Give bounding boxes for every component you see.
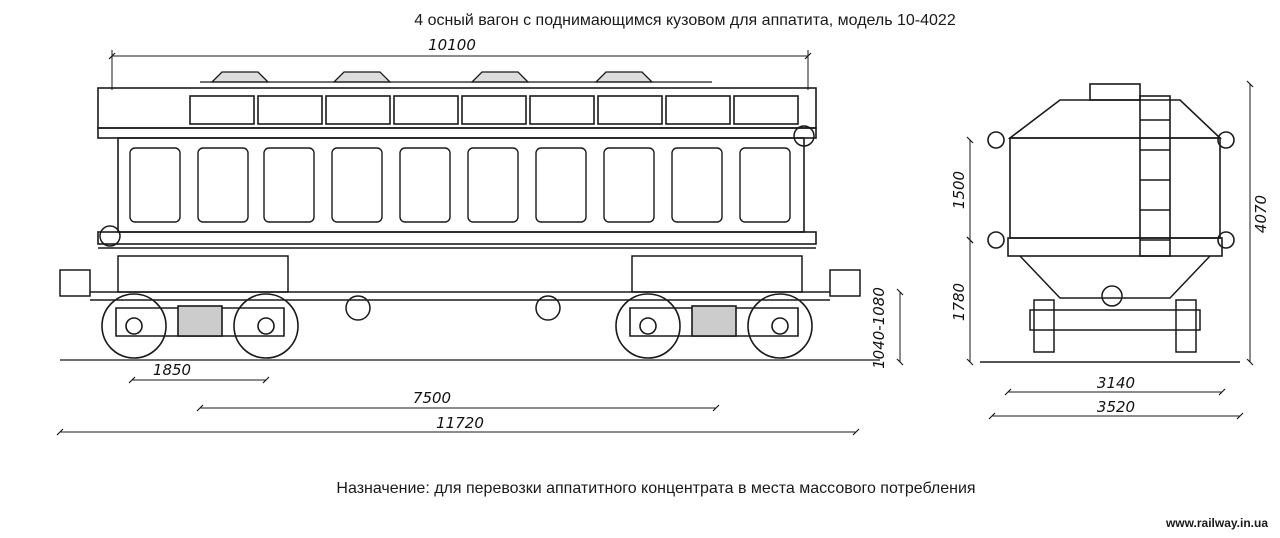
end-dimensions [966,80,1254,420]
end-underframe [980,255,1240,363]
dim-body-height: 1500 [950,171,968,209]
dim-width-inner: 3140 [1097,374,1135,392]
bogie-left [101,293,299,359]
dim-total-height: 4070 [1252,195,1270,233]
dim-width-outer: 3520 [1097,398,1135,416]
side-view: 10100 1850 7500 11720 1040-1080 [56,36,904,436]
roof-hatches [200,71,712,83]
underframe [59,125,861,321]
dim-bogie-base: 1850 [153,361,191,379]
dim-body-length: 10100 [428,36,476,54]
dim-bogie-centers: 7500 [413,389,451,407]
end-body [987,83,1235,257]
dim-frame-height: 1780 [950,283,968,321]
end-view: 1500 1780 4070 3140 3520 [950,80,1270,420]
side-panels [129,147,791,223]
dim-overall-length: 11720 [436,414,484,432]
body-shell [97,87,817,249]
bogie-right [615,293,813,359]
purpose-caption: Назначение: для перевозки аппатитного ко… [336,480,976,497]
side-dimensions [56,50,904,436]
watermark: www.railway.in.ua [1165,516,1268,530]
dim-coupler-height: 1040-1080 [870,287,888,369]
page-title: 4 осный вагон с поднимающимся кузовом дл… [414,12,956,29]
